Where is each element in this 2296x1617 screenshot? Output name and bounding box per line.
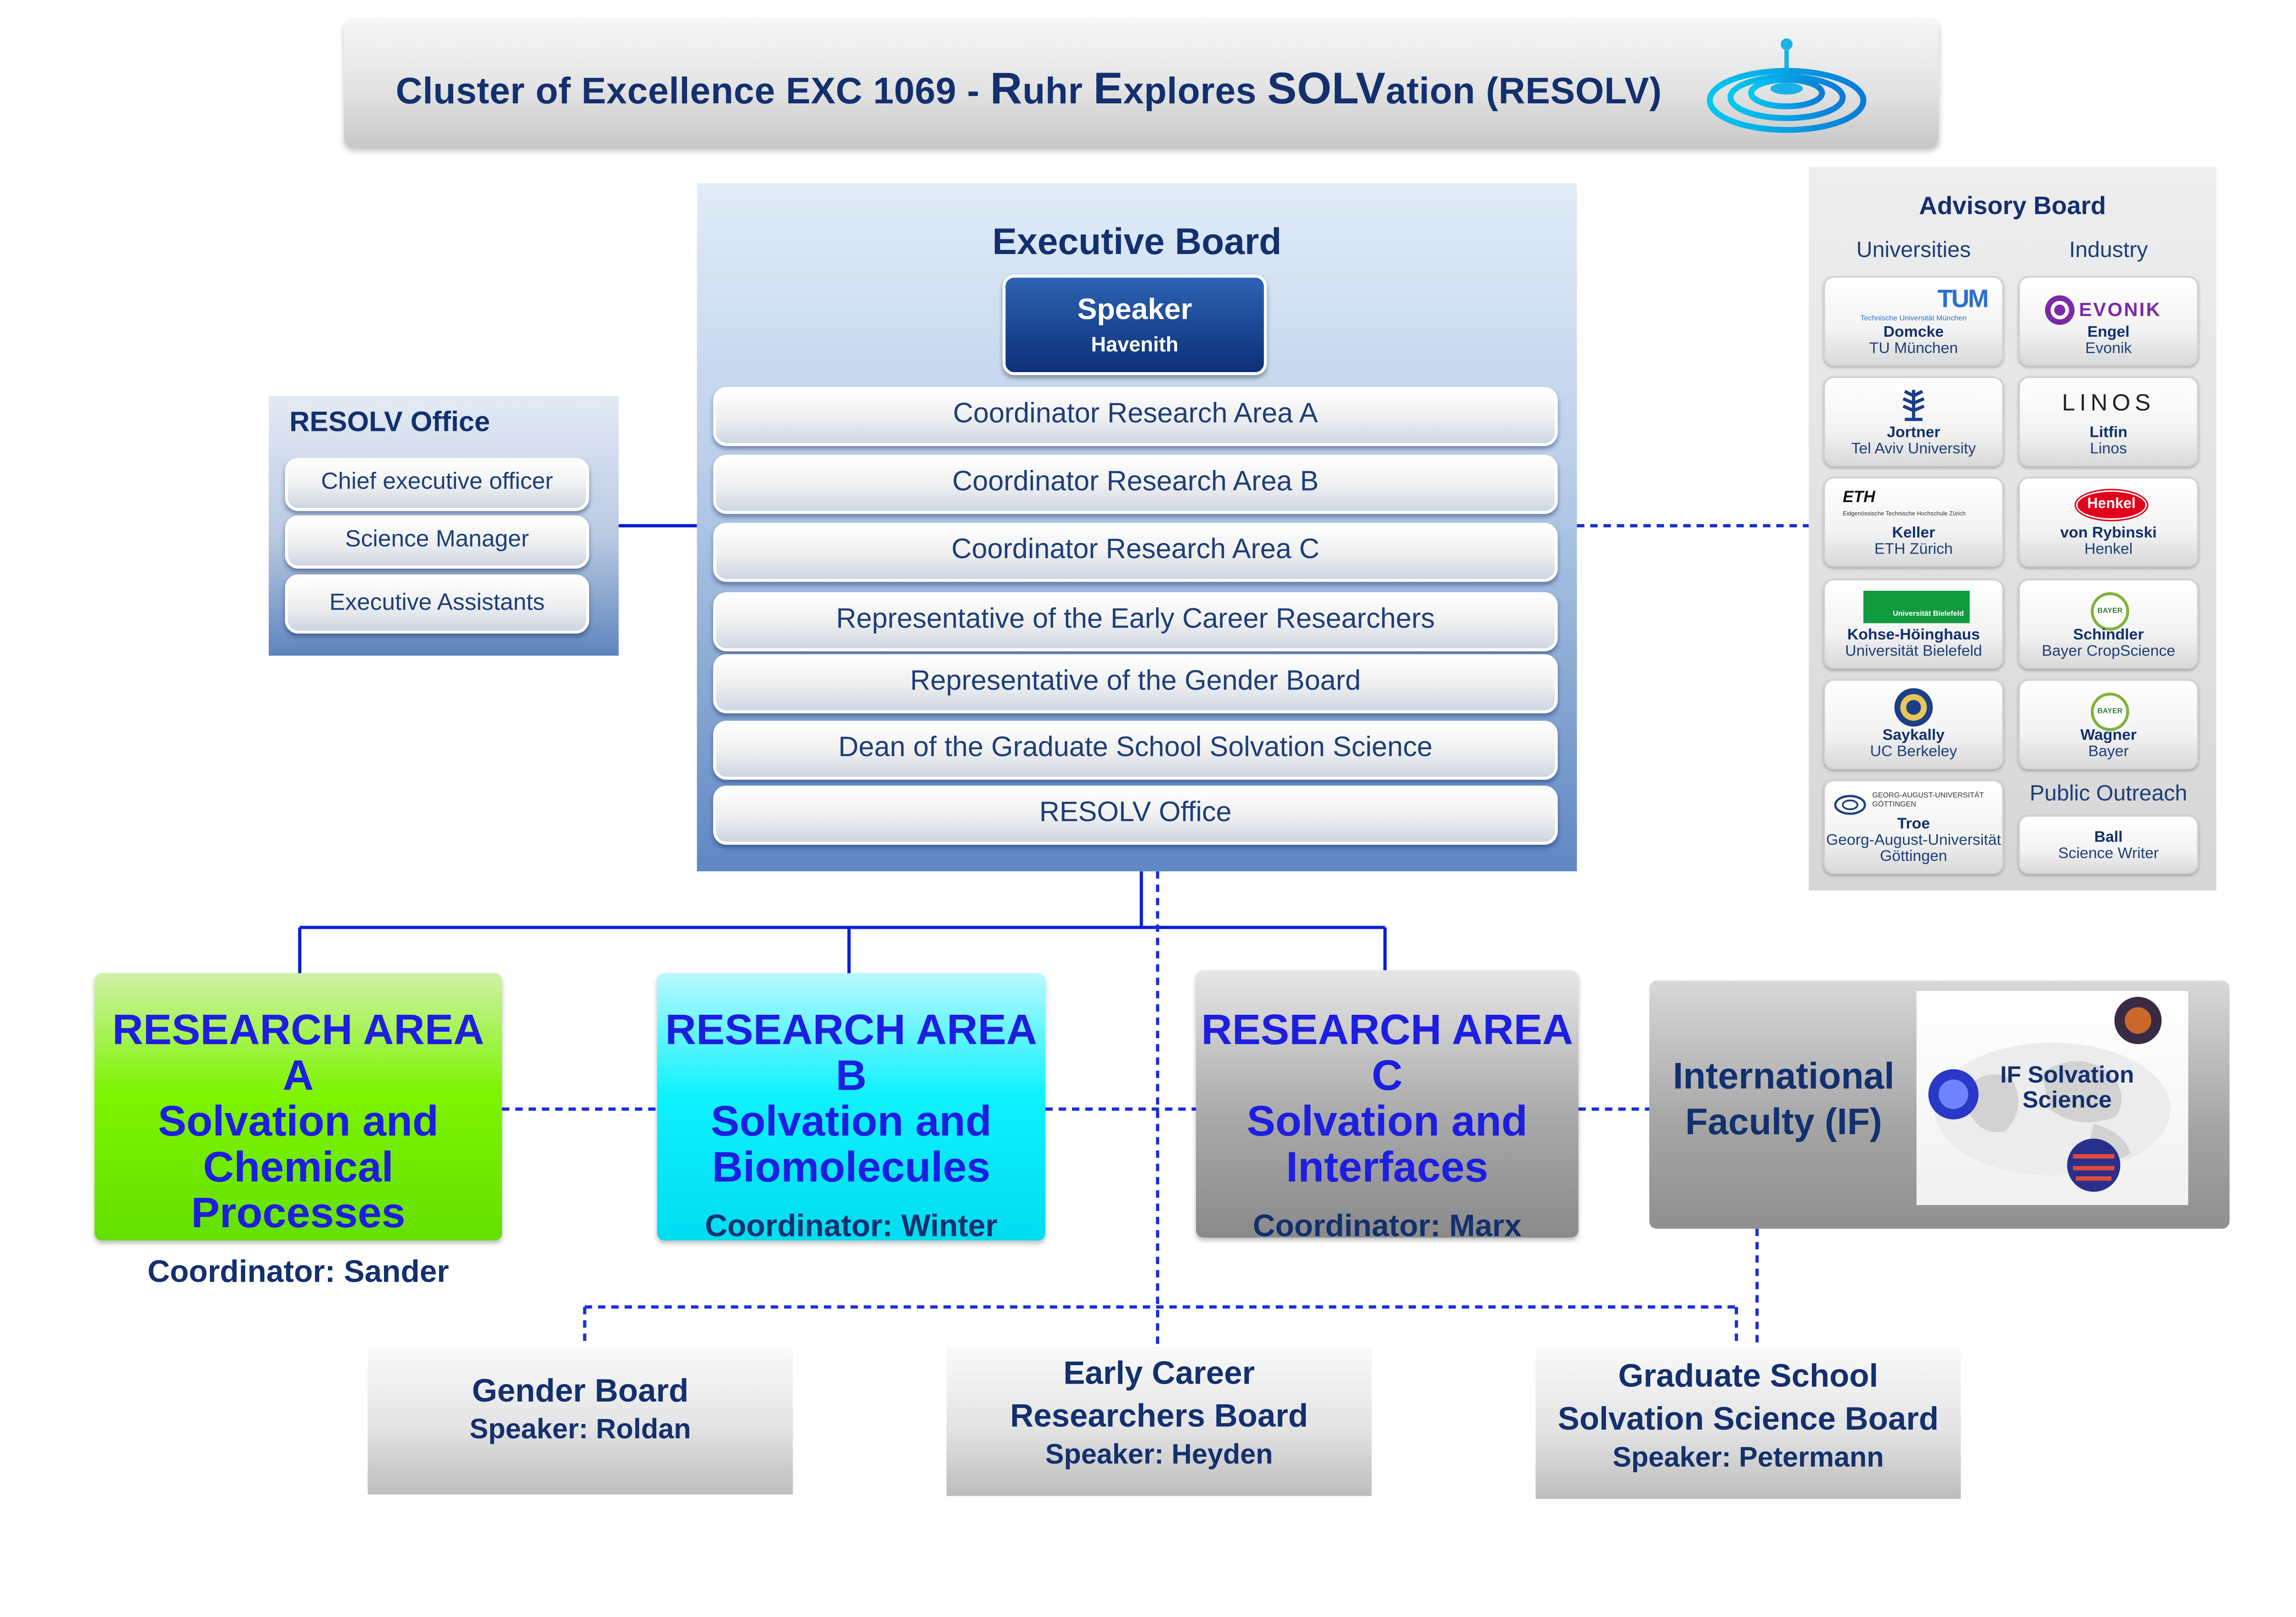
title-banner (344, 17, 1939, 147)
advisor-card-domcke: TUM Technische Universität München Domck… (1823, 276, 2004, 367)
speaker-label: Speaker (1077, 294, 1192, 327)
page-title: Cluster of Excellence EXC 1069 - Ruhr Ex… (395, 65, 1662, 114)
linos-logo: LINOS (2062, 391, 2155, 417)
if-solvation-science-label: IF Solvation Science (2000, 1063, 2134, 1114)
resolv-office-title: RESOLV Office (289, 407, 490, 439)
advisor-card-ball: Ball Science Writer (2018, 815, 2199, 875)
office-item: Executive Assistants (285, 574, 589, 634)
executive-board-title: Executive Board (992, 221, 1282, 263)
if-solvation-science-image (1916, 991, 2189, 1205)
exec-member: Coordinator Research Area B (713, 455, 1558, 514)
speaker-box: Speaker Havenith (1002, 274, 1267, 375)
advisor-card-jortner: Jortner Tel Aviv University (1823, 376, 2004, 467)
eth-logo: ETH Eidgenössische Technische Hochschule… (1843, 489, 1966, 517)
research-area-b: RESEARCH AREA B Solvation and Biomolecul… (657, 973, 1046, 1244)
advisor-card-wagner: BAYER Wagner Bayer (2018, 679, 2199, 769)
exec-member: Representative of the Early Career Resea… (713, 592, 1558, 651)
bayer-cross-icon: BAYER (2020, 688, 2197, 731)
advisor-card-litfin: LINOS Litfin Linos (2018, 376, 2199, 467)
exec-member: Coordinator Research Area C (713, 523, 1558, 582)
henkel-logo: Henkel (2020, 486, 2197, 525)
berkeley-seal-icon (1825, 688, 2002, 727)
advisor-card-troe: GEORG-AUGUST-UNIVERSITÄT GÖTTINGEN Troe … (1823, 780, 2004, 875)
exec-member: RESOLV Office (713, 786, 1558, 845)
research-area-a: RESEARCH AREA A Solvation and Chemical P… (94, 973, 502, 1289)
tel-aviv-emblem-icon (1825, 385, 2002, 424)
resolv-droplet-logo (1707, 38, 1867, 133)
graduate-school-board: Graduate School Solvation Science Board … (1535, 1346, 1961, 1499)
research-area-c: RESEARCH AREA C Solvation and Interfaces… (1196, 970, 1579, 1244)
industry-heading: Industry (2069, 237, 2148, 263)
office-item: Science Manager (285, 515, 589, 569)
evonik-logo: EVONIK (2020, 285, 2197, 325)
bielefeld-logo: Universität Bielefeld (1825, 588, 2002, 626)
advisor-card-von-rybinski: Henkel von Rybinski Henkel (2018, 477, 2199, 567)
exec-member: Coordinator Research Area A (713, 387, 1558, 446)
advisor-card-keller: ETH Eidgenössische Technische Hochschule… (1823, 477, 2004, 567)
office-item: Chief executive officer (285, 458, 589, 511)
gender-board: Gender Board Speaker: Roldan (367, 1346, 793, 1495)
universities-heading: Universities (1856, 237, 1971, 263)
world-map-graphic (1928, 996, 2171, 1192)
exec-member: Dean of the Graduate School Solvation Sc… (713, 720, 1558, 780)
public-outreach-heading: Public Outreach (2030, 781, 2188, 807)
early-career-researchers-board: Early Career Researchers Board Speaker: … (946, 1346, 1372, 1496)
goettingen-logo: GEORG-AUGUST-UNIVERSITÄT GÖTTINGEN (1825, 789, 2002, 827)
exec-member: Representative of the Gender Board (713, 654, 1558, 713)
advisor-card-kohse-hoinghaus: Universität Bielefeld Kohse-Höinghaus Un… (1823, 579, 2004, 669)
international-faculty-title: International Faculty (IF) (1673, 1056, 1895, 1143)
advisor-card-engel: EVONIK Engel Evonik (2018, 276, 2199, 367)
advisor-card-saykally: Saykally UC Berkeley (1823, 679, 2004, 769)
advisor-card-schindler: BAYER Schindler Bayer CropScience (2018, 579, 2199, 669)
tum-logo: TUM Technische Universität München (1860, 285, 1989, 324)
advisory-board-title: Advisory Board (1919, 192, 2106, 220)
bayer-cross-icon: BAYER (2020, 588, 2197, 631)
speaker-name: Havenith (1091, 332, 1179, 356)
